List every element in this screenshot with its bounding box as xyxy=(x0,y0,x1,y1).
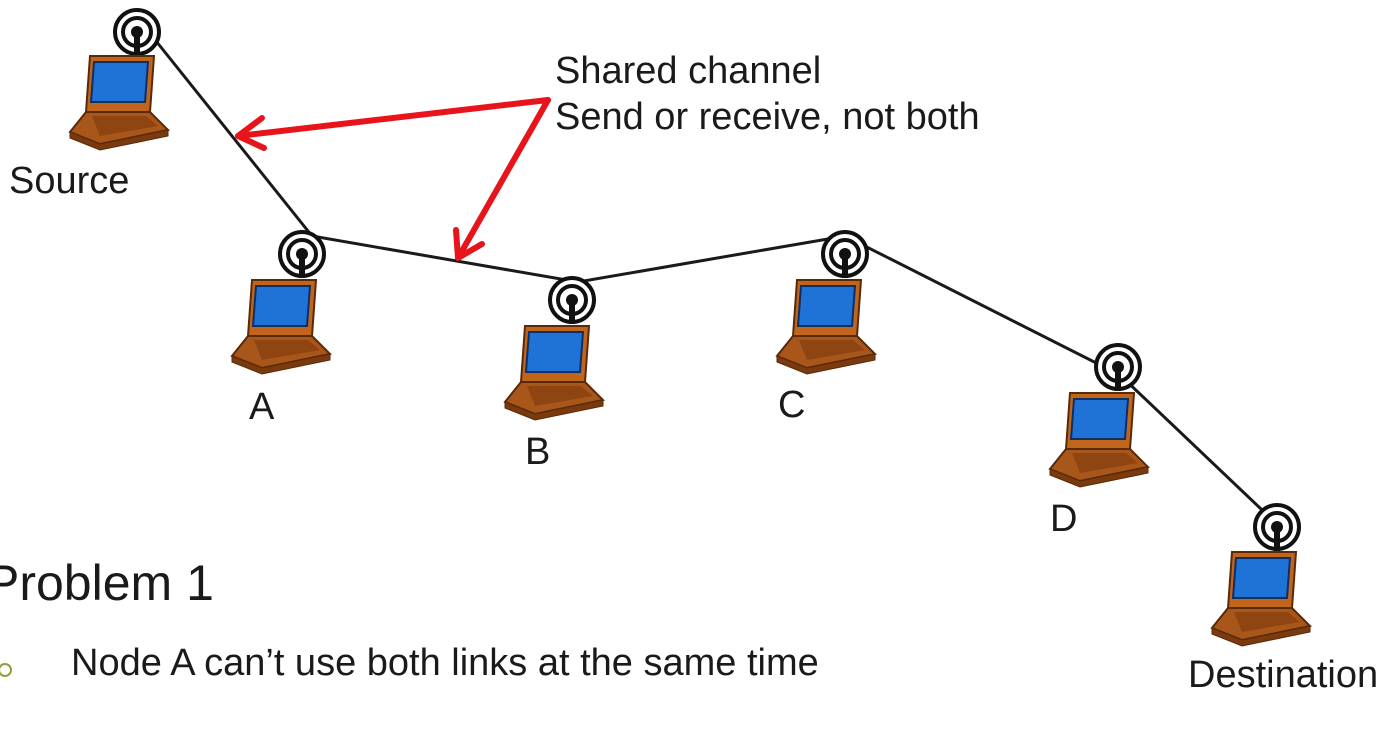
shared-channel-annotation: Shared channel Send or receive, not both xyxy=(555,48,980,140)
node-c xyxy=(776,230,876,375)
laptop-icon xyxy=(504,325,604,421)
annotation-line-1: Shared channel xyxy=(555,50,822,92)
network-links xyxy=(150,35,1282,529)
node-a xyxy=(231,230,331,375)
antenna-icon xyxy=(1253,503,1301,553)
annotation-line-2: Send or receive, not both xyxy=(555,96,980,138)
label-a: A xyxy=(249,386,275,428)
bullet-text: Node A can’t use both links at the same … xyxy=(71,642,819,684)
node-source xyxy=(69,8,169,151)
label-d: D xyxy=(1050,498,1078,540)
antenna-icon xyxy=(113,8,161,58)
laptop-icon xyxy=(776,279,876,375)
laptop-icon xyxy=(1049,392,1149,488)
node-destination xyxy=(1211,503,1311,647)
circle-bullet-icon xyxy=(0,663,12,677)
laptop-icon xyxy=(69,55,169,151)
antenna-icon xyxy=(278,230,326,280)
node-b xyxy=(504,276,604,421)
laptop-icon xyxy=(231,279,331,375)
laptop-icon xyxy=(1211,551,1311,647)
antenna-icon xyxy=(1094,343,1142,393)
node-d xyxy=(1049,343,1149,488)
antenna-icon xyxy=(548,276,596,326)
antenna-icon xyxy=(821,230,869,280)
label-source: Source xyxy=(9,160,130,202)
heading-problem-1: Problem 1 xyxy=(0,555,214,611)
label-destination: Destination xyxy=(1188,654,1379,696)
shared-channel-arrows xyxy=(235,97,551,261)
label-c: C xyxy=(778,384,806,426)
label-b: B xyxy=(525,431,551,473)
